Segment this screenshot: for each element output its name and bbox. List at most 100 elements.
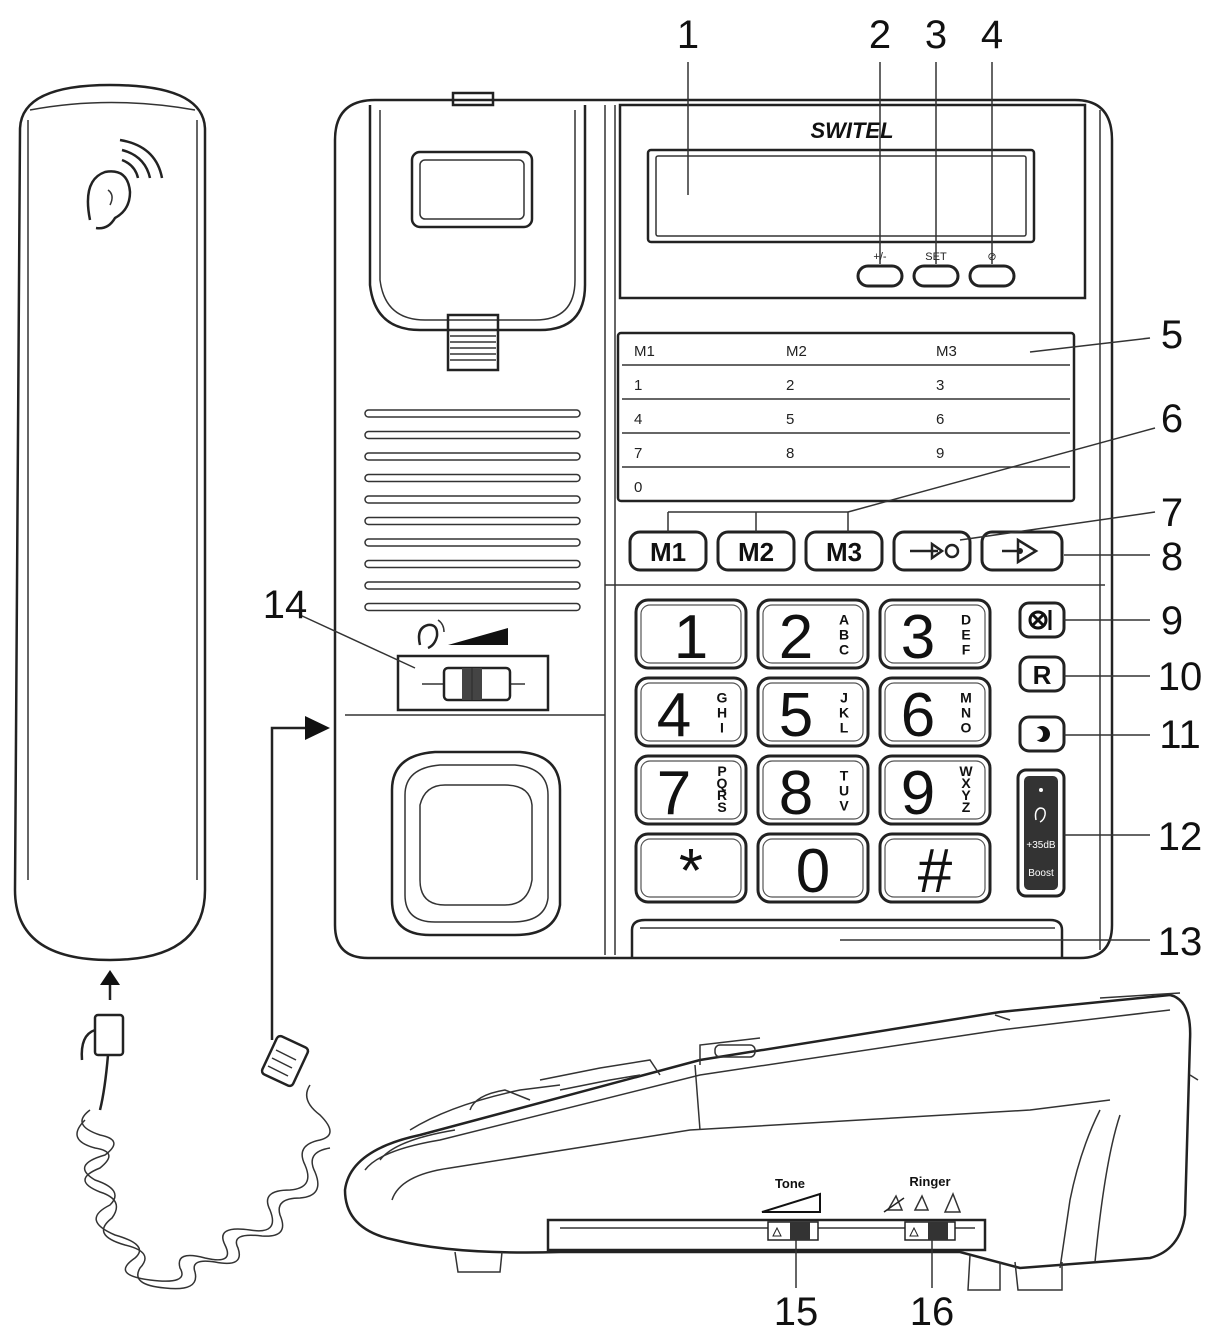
callout-7: 7 [1161, 491, 1183, 535]
key-letter: L [840, 720, 849, 736]
key-letter: Y [961, 787, 971, 803]
grille-slot [364, 581, 581, 590]
recall-button[interactable] [1018, 655, 1066, 693]
key-1[interactable]: 1 [634, 598, 748, 672]
tone-switch[interactable]: Tone [761, 1176, 821, 1241]
key-letter: V [839, 798, 849, 814]
tone-ramp-icon [761, 1192, 821, 1213]
key-digit: 9 [901, 759, 935, 828]
function-keys: R +35dB Boost [1016, 601, 1066, 898]
key-letter: Z [962, 799, 971, 815]
key-letter: C [839, 642, 849, 658]
callout-1: 1 [677, 13, 699, 57]
key-digit: # [918, 837, 953, 906]
key-letter: T [840, 768, 849, 784]
key-digit: 5 [779, 681, 813, 750]
callout-3: 3 [925, 13, 947, 57]
key-letter: P [717, 763, 726, 779]
key-letter: H [717, 705, 727, 721]
card-cell: 6 [936, 411, 944, 428]
callout-15: 15 [774, 1290, 819, 1334]
mute-button[interactable] [1018, 601, 1066, 639]
boost-button[interactable]: +35dB Boost [1016, 768, 1066, 898]
hearing-aid-icon [86, 138, 164, 230]
key-hash[interactable]: # [878, 832, 992, 906]
volume-ramp-icon [448, 628, 508, 645]
key-letter: K [839, 705, 849, 721]
memory-key-m3-label: M3 [826, 537, 862, 567]
key-letter: I [720, 720, 724, 736]
coiled-cord [76, 716, 331, 1290]
memory-key-m3[interactable] [804, 530, 884, 572]
key-5[interactable]: 5 JKL [756, 676, 870, 750]
key-letter: J [840, 690, 848, 706]
card-cell: 0 [634, 479, 642, 496]
card-cell: 5 [786, 411, 794, 428]
callout-2: 2 [869, 13, 891, 57]
ringer-label: Ringer [909, 1174, 950, 1189]
plus-minus-button[interactable] [856, 264, 904, 288]
key-letter: U [839, 783, 849, 799]
ringer-switch[interactable]: Ringer [883, 1174, 962, 1241]
clock-button[interactable] [968, 264, 1016, 288]
key-digit: 2 [779, 603, 813, 672]
card-cell: 7 [634, 445, 642, 462]
callout-13: 13 [1158, 920, 1203, 964]
handset [13, 83, 207, 962]
callout-5: 5 [1161, 313, 1183, 357]
card-cell: 4 [634, 411, 642, 428]
key-digit: 1 [674, 603, 708, 672]
key-letter: A [839, 612, 849, 628]
grille-slot [364, 559, 581, 569]
key-letter: M [960, 690, 972, 706]
callout-11: 11 [1159, 713, 1201, 757]
grille-slot [364, 452, 581, 461]
memory-key-m1-label: M1 [650, 537, 686, 567]
callout-12: 12 [1158, 815, 1203, 859]
card-header-m1: M1 [634, 343, 655, 360]
handset-volume-slider[interactable] [396, 619, 550, 712]
key-letter: E [961, 627, 970, 643]
key-digit: 8 [779, 759, 813, 828]
boost-label: Boost [1028, 868, 1054, 879]
key-letter: R [717, 787, 727, 803]
key-letter: F [962, 642, 971, 658]
key-8[interactable]: 8 TUV [756, 754, 870, 828]
key-letter: W [959, 763, 973, 779]
boost-db-label: +35dB [1026, 840, 1056, 851]
set-button[interactable] [912, 264, 960, 288]
memory-key-row: M1 M2 M3 [628, 530, 1064, 572]
brand-logo: SWITEL [810, 118, 893, 143]
grille-slot [364, 430, 581, 440]
card-cell: 8 [786, 445, 794, 462]
key-digit: 0 [796, 837, 830, 906]
leader-lines [299, 62, 1156, 1288]
key-star[interactable]: * [634, 832, 748, 906]
key-letter: D [961, 612, 971, 628]
bell-icons [883, 1192, 962, 1213]
key-letter: O [961, 720, 972, 736]
callout-6: 6 [1161, 397, 1183, 441]
card-cell: 1 [634, 377, 642, 394]
key-letter: Q [717, 775, 728, 791]
key-digit: 6 [901, 681, 935, 750]
tone-label: Tone [775, 1176, 805, 1191]
card-cell: 3 [936, 377, 944, 394]
recall-label: R [1033, 660, 1052, 690]
callout-16: 16 [910, 1290, 955, 1334]
label-tray [630, 918, 1064, 958]
cord-plug [260, 1034, 310, 1088]
grille-slot [364, 538, 581, 547]
speaker-icon [1031, 726, 1050, 742]
key-letter: S [717, 799, 726, 815]
key-0[interactable]: 0 [756, 832, 870, 906]
